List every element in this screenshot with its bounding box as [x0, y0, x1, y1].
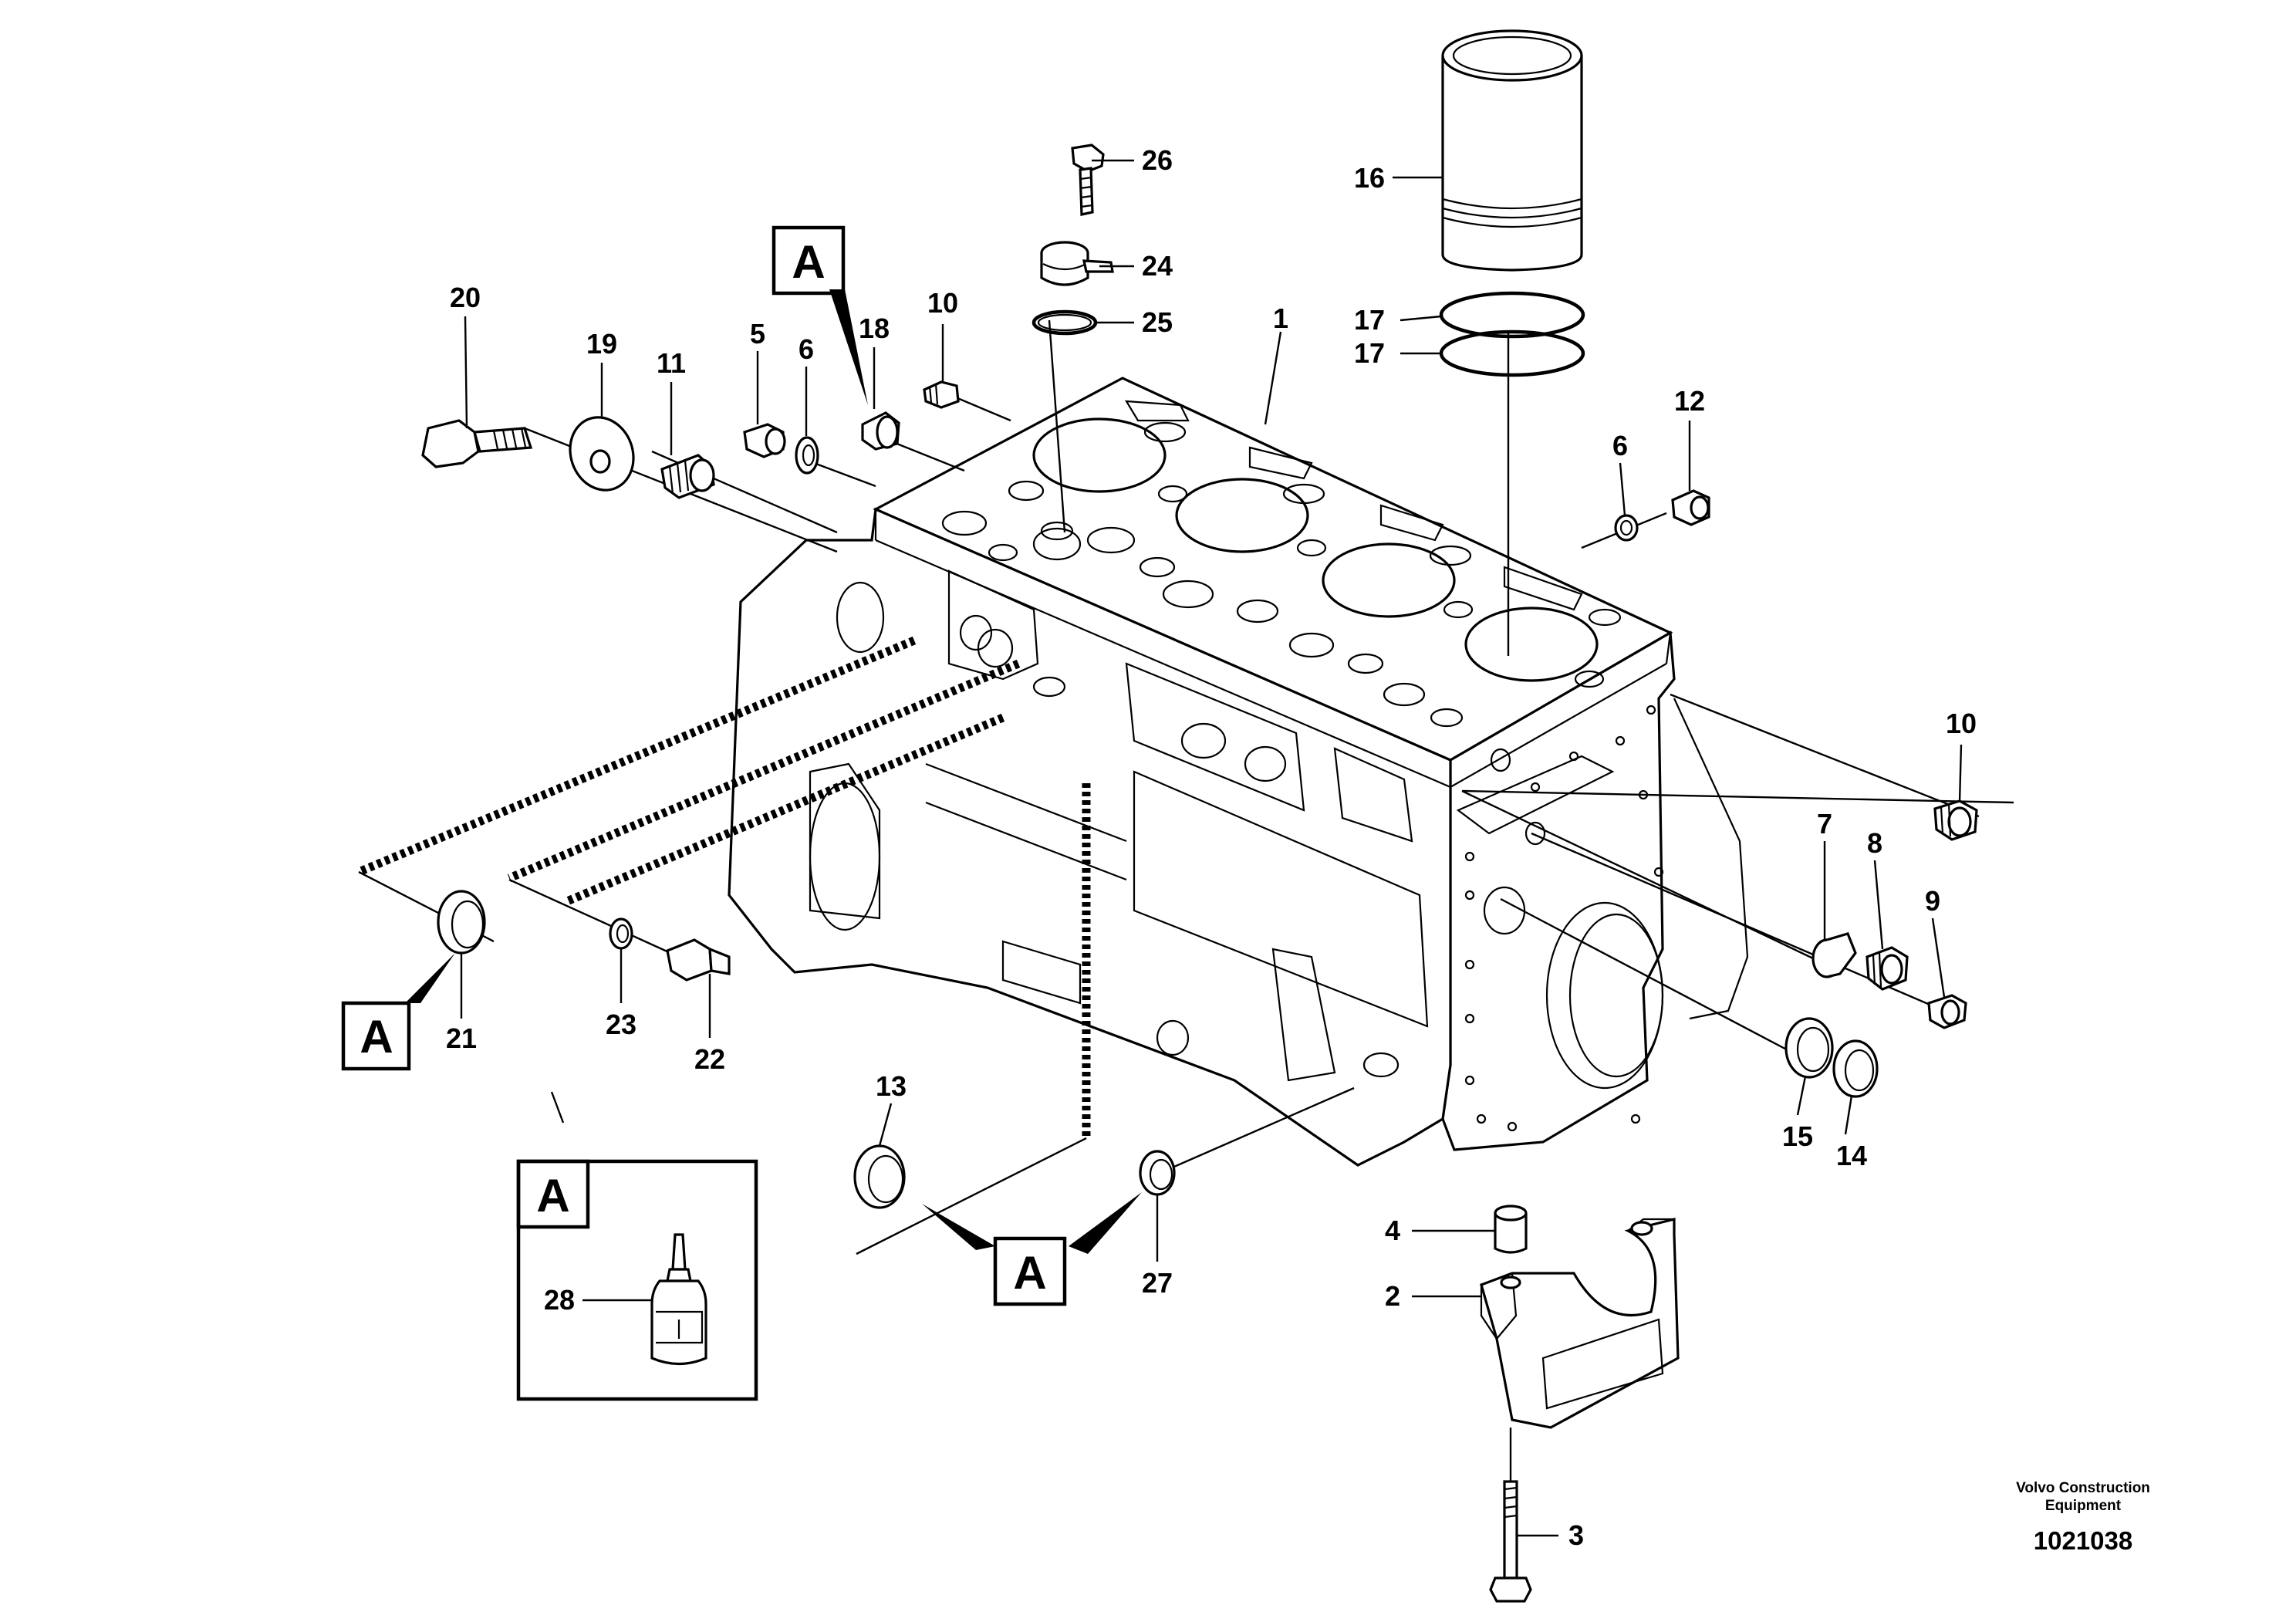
callout-20: 20	[450, 282, 481, 313]
plug-part-5	[743, 423, 786, 458]
callout-18: 18	[859, 313, 890, 344]
sealant-tag-left: A	[341, 953, 455, 1071]
tag-letter-left: A	[360, 1011, 393, 1063]
callout-10-right: 10	[1946, 708, 1977, 739]
tag-letter-inset: A	[536, 1170, 569, 1222]
side-face-details	[809, 569, 1429, 1082]
deck-holes	[941, 400, 1622, 728]
callout-1: 1	[1273, 302, 1288, 334]
callout-14: 14	[1836, 1140, 1867, 1171]
oil-seal-part-27	[1139, 1150, 1176, 1196]
brand-line-2: Equipment	[2045, 1498, 2122, 1514]
drawing-number: 1021038	[2034, 1526, 2132, 1555]
bolt-part-26	[1071, 144, 1105, 216]
sealant-inset-box: A	[516, 1159, 758, 1401]
callout-21: 21	[446, 1022, 477, 1054]
title-block: Volvo Construction Equipment 1021038	[2016, 1480, 2150, 1555]
plug-part-11	[660, 454, 715, 499]
callout-labels: 1 2 3 4 5 6 6 7 8 9 10 10 11 12 13 14 15…	[446, 144, 1977, 1551]
bearing-cap-part-2	[1480, 1217, 1680, 1429]
cylinder-bore-3	[1322, 542, 1456, 618]
callout-11: 11	[657, 347, 686, 379]
callout-5: 5	[750, 318, 765, 350]
washer-part-19	[569, 416, 635, 492]
sealant-tag-top: A	[772, 225, 868, 405]
callout-19: 19	[586, 328, 617, 360]
plug-part-10-right	[1933, 799, 1978, 841]
plug-part-10-top	[923, 380, 960, 409]
callout-23: 23	[606, 1009, 636, 1040]
nozzle-part-24	[1040, 241, 1114, 286]
callout-16: 16	[1354, 162, 1385, 194]
callout-27: 27	[1142, 1267, 1173, 1299]
sealant-tag-bottom: A	[922, 1192, 1142, 1306]
tag-letter-top: A	[792, 236, 825, 288]
dowel-part-4	[1494, 1205, 1528, 1254]
callout-17-upper: 17	[1354, 304, 1385, 336]
bolt-part-3	[1489, 1480, 1532, 1603]
callout-12: 12	[1674, 385, 1705, 417]
engine-block	[728, 377, 1749, 1167]
callout-7: 7	[1817, 808, 1832, 840]
cylinder-liner-part-16	[1441, 29, 1583, 272]
callout-15: 15	[1782, 1120, 1813, 1152]
plug-part-12	[1671, 489, 1710, 526]
callout-26: 26	[1142, 144, 1173, 176]
callout-17-lower: 17	[1354, 337, 1385, 369]
callout-25: 25	[1142, 306, 1173, 338]
cylinder-bore-2	[1175, 478, 1309, 553]
front-face-details	[1456, 705, 1664, 1132]
oil-seal-part-13	[853, 1144, 906, 1209]
callout-leaders	[460, 159, 1963, 1537]
sealing-washer-part-23	[609, 917, 633, 950]
cylinder-bore-1	[1032, 417, 1167, 493]
plug-part-18	[861, 411, 900, 451]
sealing-ring-part-6-left	[795, 436, 819, 475]
callout-13: 13	[876, 1070, 907, 1102]
plug-part-7	[1811, 932, 1857, 978]
oil-seal-part-14	[1832, 1039, 1879, 1098]
callout-10-top: 10	[927, 287, 958, 319]
tag-letter-bottom: A	[1013, 1247, 1046, 1299]
seal-ring-part-17-upper	[1439, 291, 1585, 339]
cylinder-bore-4	[1464, 607, 1599, 682]
oil-seal-part-15	[1784, 1017, 1834, 1079]
plug-part-9	[1927, 994, 1967, 1029]
callout-6-right: 6	[1612, 430, 1628, 461]
callout-22: 22	[694, 1043, 725, 1075]
callout-2: 2	[1385, 1280, 1400, 1312]
callout-6-left: 6	[799, 333, 814, 365]
callout-24: 24	[1142, 250, 1173, 282]
plug-part-8	[1866, 946, 1909, 991]
callout-3: 3	[1568, 1519, 1584, 1551]
callout-9: 9	[1925, 885, 1940, 917]
sealing-ring-part-6-right	[1614, 514, 1639, 542]
callout-8: 8	[1867, 827, 1882, 859]
oil-seal-part-21	[437, 890, 486, 955]
callout-4: 4	[1385, 1215, 1400, 1246]
sealant-guide-lines	[356, 636, 1091, 1138]
brand-line-1: Volvo Construction	[2016, 1480, 2150, 1496]
sealant-bottle-icon	[650, 1233, 707, 1366]
callout-28: 28	[544, 1284, 575, 1316]
drain-plug-part-22	[666, 938, 731, 982]
bolt-part-20	[421, 419, 533, 468]
seal-ring-part-17-lower	[1439, 329, 1585, 377]
